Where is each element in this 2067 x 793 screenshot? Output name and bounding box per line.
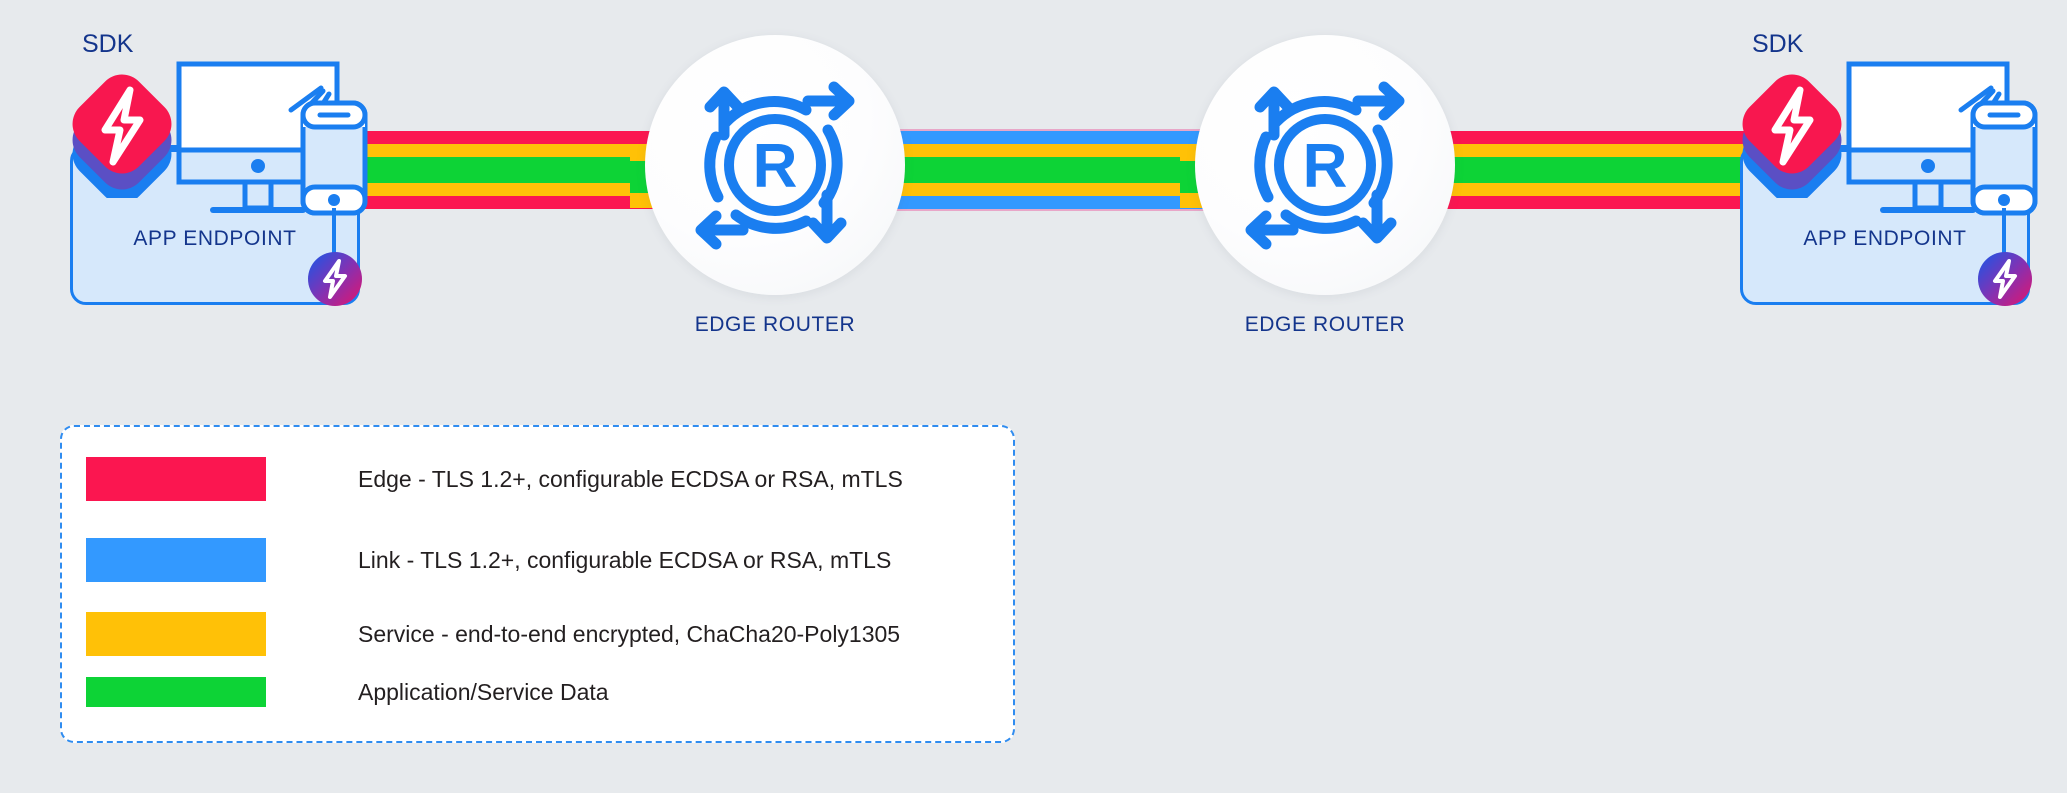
edge-router-2[interactable]: R EDGE ROUTER: [1190, 35, 1460, 355]
legend-label-application: Application/Service Data: [358, 678, 609, 705]
router-disc: [645, 35, 905, 295]
edge-router-icon: R: [695, 81, 855, 250]
sdk-label: SDK: [1752, 30, 1804, 58]
desktop-and-phone-icon: [176, 61, 368, 216]
stripe-service-yellow-top: [1370, 144, 1760, 157]
stripe-link-seam-top: [880, 129, 1250, 131]
edge-router-1[interactable]: R EDGE RO: [640, 35, 910, 355]
stripe-service-yellow-bottom: [880, 183, 1250, 196]
legend-swatch-edge: [86, 457, 266, 501]
legend-label-service: Service - end-to-end encrypted, ChaCha20…: [358, 620, 901, 647]
sdk-stack-icon: [1742, 74, 1842, 198]
lightning-badge-icon[interactable]: [1978, 252, 2032, 306]
endpoint-connector-badge: [332, 208, 336, 260]
stripe-link-blue-bottom: [880, 195, 1250, 210]
stripe-edge-red-bottom: [1370, 195, 1760, 210]
legend-row-edge: Edge - TLS 1.2+, configurable ECDSA or R…: [86, 457, 986, 501]
stripe-service-yellow-bottom: [1370, 183, 1760, 196]
sdk-stack-icon: [72, 74, 172, 198]
endpoint-label: APP ENDPOINT: [133, 227, 297, 250]
stripe-link-seam-bottom: [880, 209, 1250, 211]
svg-text:R: R: [753, 132, 798, 201]
endpoint-connector-badge: [2002, 208, 2006, 260]
endpoint-label: APP ENDPOINT: [1803, 227, 1967, 250]
legend-row-service: Service - end-to-end encrypted, ChaCha20…: [86, 612, 986, 656]
legend-label-link: Link - TLS 1.2+, configurable ECDSA or R…: [358, 546, 892, 573]
app-endpoint-right[interactable]: APP ENDPOINT S: [1730, 30, 2067, 306]
stripe-edge-red-top: [1370, 131, 1760, 145]
router-label: EDGE ROUTER: [1244, 313, 1406, 336]
desktop-and-phone-icon: [1846, 61, 2038, 216]
legend-swatch-service: [86, 612, 266, 656]
svg-text:R: R: [1303, 132, 1348, 201]
app-endpoint-left[interactable]: APP ENDPOINT: [60, 30, 400, 306]
legend-row-application: Application/Service Data: [86, 677, 986, 707]
edge-router-icon: R: [1245, 81, 1405, 250]
router-label: EDGE ROUTER: [694, 313, 856, 336]
sdk-label: SDK: [82, 30, 134, 58]
legend-swatch-application: [86, 677, 266, 707]
legend-row-link: Link - TLS 1.2+, configurable ECDSA or R…: [86, 538, 986, 582]
stripe-link-blue-top: [880, 130, 1250, 145]
router-disc: [1195, 35, 1455, 295]
stripe-service-yellow-top: [880, 144, 1250, 157]
legend-swatch-link: [86, 538, 266, 582]
legend-panel: Edge - TLS 1.2+, configurable ECDSA or R…: [60, 425, 1015, 743]
lightning-badge-icon[interactable]: [308, 252, 362, 306]
legend-label-edge: Edge - TLS 1.2+, configurable ECDSA or R…: [358, 465, 903, 492]
